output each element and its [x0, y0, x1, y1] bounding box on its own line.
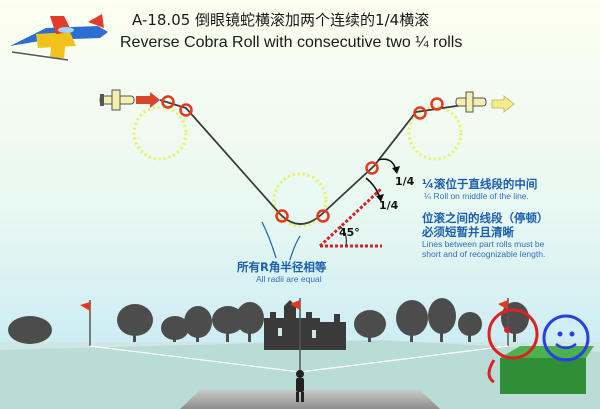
lines-between-cn-2: 必须短暂并且清晰 — [421, 225, 514, 239]
radii-note-cn: 所有R角半径相等 — [237, 260, 327, 274]
angle-label: 45° — [339, 226, 360, 239]
airplane-icon — [99, 89, 135, 111]
title-chinese: A-18.05 倒眼镜蛇横滚加两个连续的1/4横滚 — [132, 11, 429, 29]
roll-arrow-head — [392, 166, 400, 174]
airplane-model-icon — [10, 14, 108, 61]
angle-guide — [318, 186, 384, 248]
airplane-icon — [455, 91, 487, 113]
roll-position-en: ¼ Roll on middle of the line. — [424, 191, 529, 201]
radii-pointer — [261, 221, 277, 259]
lines-between-en-2: short and of recognizable length. — [422, 249, 545, 259]
flag-icon — [80, 300, 91, 346]
flag-icon — [498, 298, 509, 346]
roll-arrow-head — [376, 194, 384, 202]
flag-icon — [290, 298, 301, 372]
flight-path — [159, 99, 471, 225]
roll-position-cn: ¼滚位于直线段的中间 — [422, 177, 537, 191]
angle-arc — [339, 225, 347, 247]
judge-face-icon — [487, 308, 594, 394]
pilot-icon — [296, 370, 304, 402]
quarter-roll-label-2: 1/4 — [379, 199, 399, 212]
entry-arrow — [136, 92, 160, 108]
radii-note-en: All radii are equal — [256, 274, 322, 284]
quarter-roll-label-1: 1/4 — [395, 175, 415, 188]
lines-between-en-1: Lines between part rolls must be — [422, 239, 545, 249]
title-english: Reverse Cobra Roll with consecutive two … — [120, 34, 462, 51]
loop-circles — [132, 105, 463, 228]
sight-lines — [89, 345, 509, 373]
roll-markers — [161, 95, 444, 223]
radii-pointer — [289, 235, 301, 261]
exit-arrow — [491, 95, 515, 113]
lines-between-cn-1: 位滚之间的线段（停顿） — [422, 211, 549, 225]
castle-icon — [264, 300, 346, 350]
